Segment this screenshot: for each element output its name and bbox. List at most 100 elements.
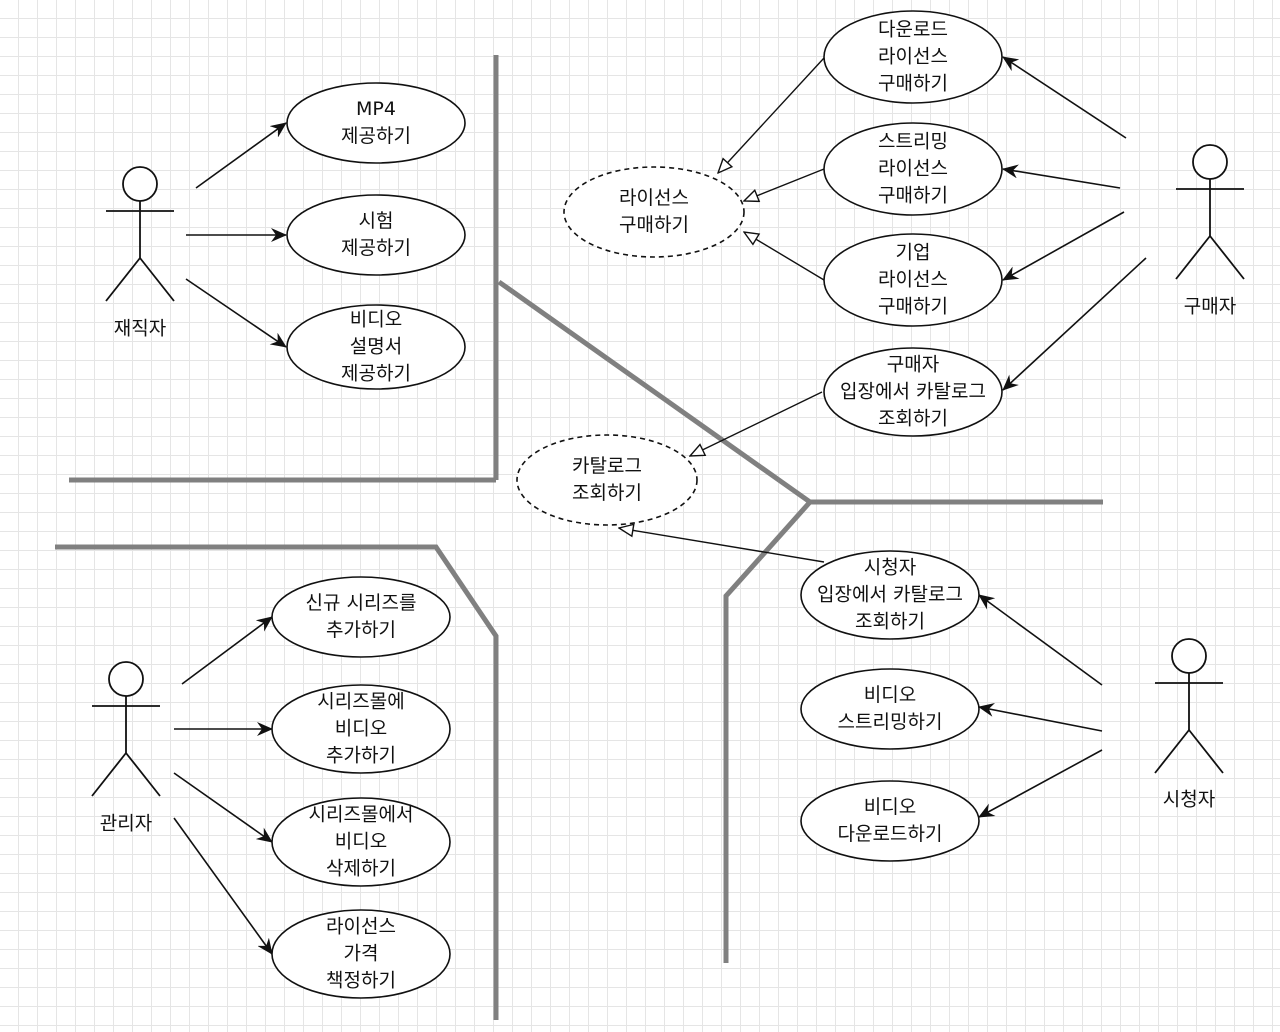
relationship-edges	[173, 56, 1147, 955]
use-case-ellipse	[271, 576, 451, 658]
actor-employee[interactable]: 재직자	[105, 166, 175, 340]
association-viewer-video_download	[978, 749, 1103, 818]
actor-head	[122, 166, 158, 202]
actor-buyer[interactable]: 구매자	[1175, 144, 1245, 318]
actor-label: 구매자	[1184, 296, 1236, 318]
actor-right-leg	[1188, 729, 1224, 774]
association-employee-mp4	[195, 122, 287, 189]
use-case-label: 책정하기	[326, 970, 396, 992]
use-case-ellipse	[271, 909, 451, 999]
use-case-label: 구매하기	[619, 214, 689, 236]
association-admin-delete_video	[173, 772, 273, 843]
association-viewer-viewer_catalog	[978, 594, 1103, 686]
use-case-label: 카탈로그	[572, 455, 642, 477]
use-case-ellipse	[271, 797, 451, 887]
actor-head	[1192, 144, 1228, 180]
use-case-ellipse	[286, 82, 466, 164]
use-case-label: 비디오	[864, 684, 916, 706]
actor-viewer[interactable]: 시청자	[1154, 638, 1224, 811]
boundary-admin	[55, 544, 499, 1020]
use-case-label: 라이선스	[326, 916, 396, 938]
use-case-label: 가격	[344, 943, 379, 965]
use-case-label: 제공하기	[341, 363, 411, 385]
actor-left-leg	[91, 752, 127, 797]
association-buyer-buyer_catalog	[1002, 257, 1147, 391]
generalization-enterprise_license-license_purchase	[744, 232, 825, 281]
use-case-label: 시청자	[864, 557, 916, 579]
use-case-label: 라이선스	[878, 158, 948, 180]
use-case-label: 조회하기	[855, 611, 925, 633]
use-case-label: 입장에서 카탈로그	[840, 381, 986, 403]
use-case-ellipse	[800, 668, 980, 750]
use-case-label: 입장에서 카탈로그	[817, 584, 963, 606]
use-case-label: 설명서	[350, 336, 402, 358]
use-case-label: 조회하기	[572, 482, 642, 504]
use-case-ellipse	[800, 780, 980, 862]
use-case-ellipse	[516, 434, 698, 526]
use-case-label: 구매자	[887, 354, 939, 376]
use-case-label: 라이선스	[619, 187, 689, 209]
use-case-label: 신규 시리즈를	[306, 592, 417, 614]
use-case-ellipse	[286, 304, 466, 390]
use-case-label: MP4	[356, 98, 396, 120]
generalization-viewer_catalog-catalog	[619, 528, 825, 563]
generalization-streaming_license-license_purchase	[744, 168, 825, 201]
use-case-ellipse	[286, 194, 466, 276]
use-case-ellipse	[823, 233, 1003, 327]
actor-admin[interactable]: 관리자	[91, 661, 161, 835]
boundary-viewer	[723, 500, 812, 963]
actor-right-leg	[1209, 235, 1245, 280]
use-case-label: 다운로드하기	[838, 823, 943, 845]
use-case-label: 삭제하기	[326, 858, 396, 880]
use-case-label: 추가하기	[326, 619, 396, 641]
use-case-ellipse	[823, 10, 1003, 104]
actor-left-leg	[105, 257, 141, 302]
association-employee-video_desc	[185, 278, 287, 348]
actor-left-leg	[1175, 235, 1211, 280]
use-case-label: 구매하기	[878, 185, 948, 207]
actor-right-leg	[125, 752, 161, 797]
use-case-label: 스트리밍하기	[838, 711, 943, 733]
actor-label: 재직자	[114, 318, 166, 340]
use-case-label: 구매하기	[878, 296, 948, 318]
use-case-label: 비디오	[335, 831, 387, 853]
association-buyer-streaming_license	[1002, 164, 1121, 189]
use-case-label: 비디오	[335, 718, 387, 740]
actor-head	[1171, 638, 1207, 674]
actor-left-leg	[1154, 729, 1190, 774]
use-case-label: 제공하기	[341, 237, 411, 259]
use-case-group: MP4제공하기시험제공하기비디오설명서제공하기다운로드라이선스구매하기스트리밍라…	[271, 10, 1003, 999]
use-case-ellipse	[800, 550, 980, 640]
use-case-label: 라이선스	[878, 269, 948, 291]
actor-right-leg	[139, 257, 175, 302]
use-case-label: 시험	[359, 210, 394, 232]
use-case-ellipse	[823, 347, 1003, 437]
actor-label: 관리자	[100, 813, 152, 835]
use-case-mp4[interactable]: MP4 제공하기	[286, 82, 466, 164]
actor-head	[108, 661, 144, 697]
use-case-label: 시리즈몰에서	[309, 804, 414, 826]
use-case-label: 제공하기	[341, 125, 411, 147]
use-case-label: 조회하기	[878, 408, 948, 430]
association-buyer-download_license	[1002, 56, 1127, 139]
use-case-label: 비디오	[350, 309, 402, 331]
use-case-label: 스트리밍	[878, 131, 948, 153]
association-buyer-enterprise_license	[1002, 211, 1125, 281]
association-admin-new_series	[181, 616, 273, 685]
